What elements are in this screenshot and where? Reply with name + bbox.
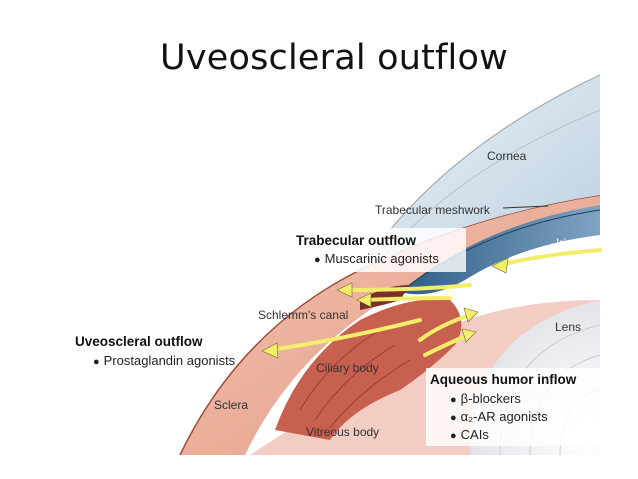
uveoscleral-outflow-item: ●Prostaglandin agonists xyxy=(93,353,236,368)
ciliary-body-shape xyxy=(275,299,462,440)
uveoscleral-outflow-heading: Uveoscleral outflow xyxy=(75,334,203,349)
trabecular-outflow-item: ●Muscarinic agonists xyxy=(314,251,439,266)
label-ciliary-body: Ciliary body xyxy=(316,361,379,375)
label-schlemms-canal: Schlemm's canal xyxy=(258,308,349,322)
aqueous-inflow-item-cais: ●CAIs xyxy=(450,427,489,442)
trabecular-outflow-heading: Trabecular outflow xyxy=(296,233,417,248)
trabecular-meshwork-leader xyxy=(502,205,549,209)
arrow-iris-flow xyxy=(498,248,602,267)
label-cornea: Cornea xyxy=(487,149,527,163)
arrow-trabecular-2 xyxy=(363,296,452,302)
arrow-trabecular-1 xyxy=(343,283,472,292)
label-iris: Iris xyxy=(556,236,572,250)
aqueous-inflow-item-beta-blockers: ●β-blockers xyxy=(450,391,521,406)
aqueous-inflow-item-alpha2-agonists: ●α₂-AR agonists xyxy=(450,409,548,424)
label-trabecular-meshwork: Trabecular meshwork xyxy=(375,203,490,217)
arrow-uveoscleral xyxy=(268,318,422,352)
trabecular-outflow-box xyxy=(290,228,466,272)
label-sclera: Sclera xyxy=(214,398,249,412)
aqueous-inflow-box xyxy=(426,368,602,446)
slide-title: Uveoscleral outflow xyxy=(160,38,508,78)
label-lens: Lens xyxy=(555,320,582,334)
arrow-inflow-1 xyxy=(418,313,472,342)
aqueous-inflow-heading: Aqueous humor inflow xyxy=(430,372,577,387)
label-vitreous-body: Vitreous body xyxy=(306,425,380,439)
